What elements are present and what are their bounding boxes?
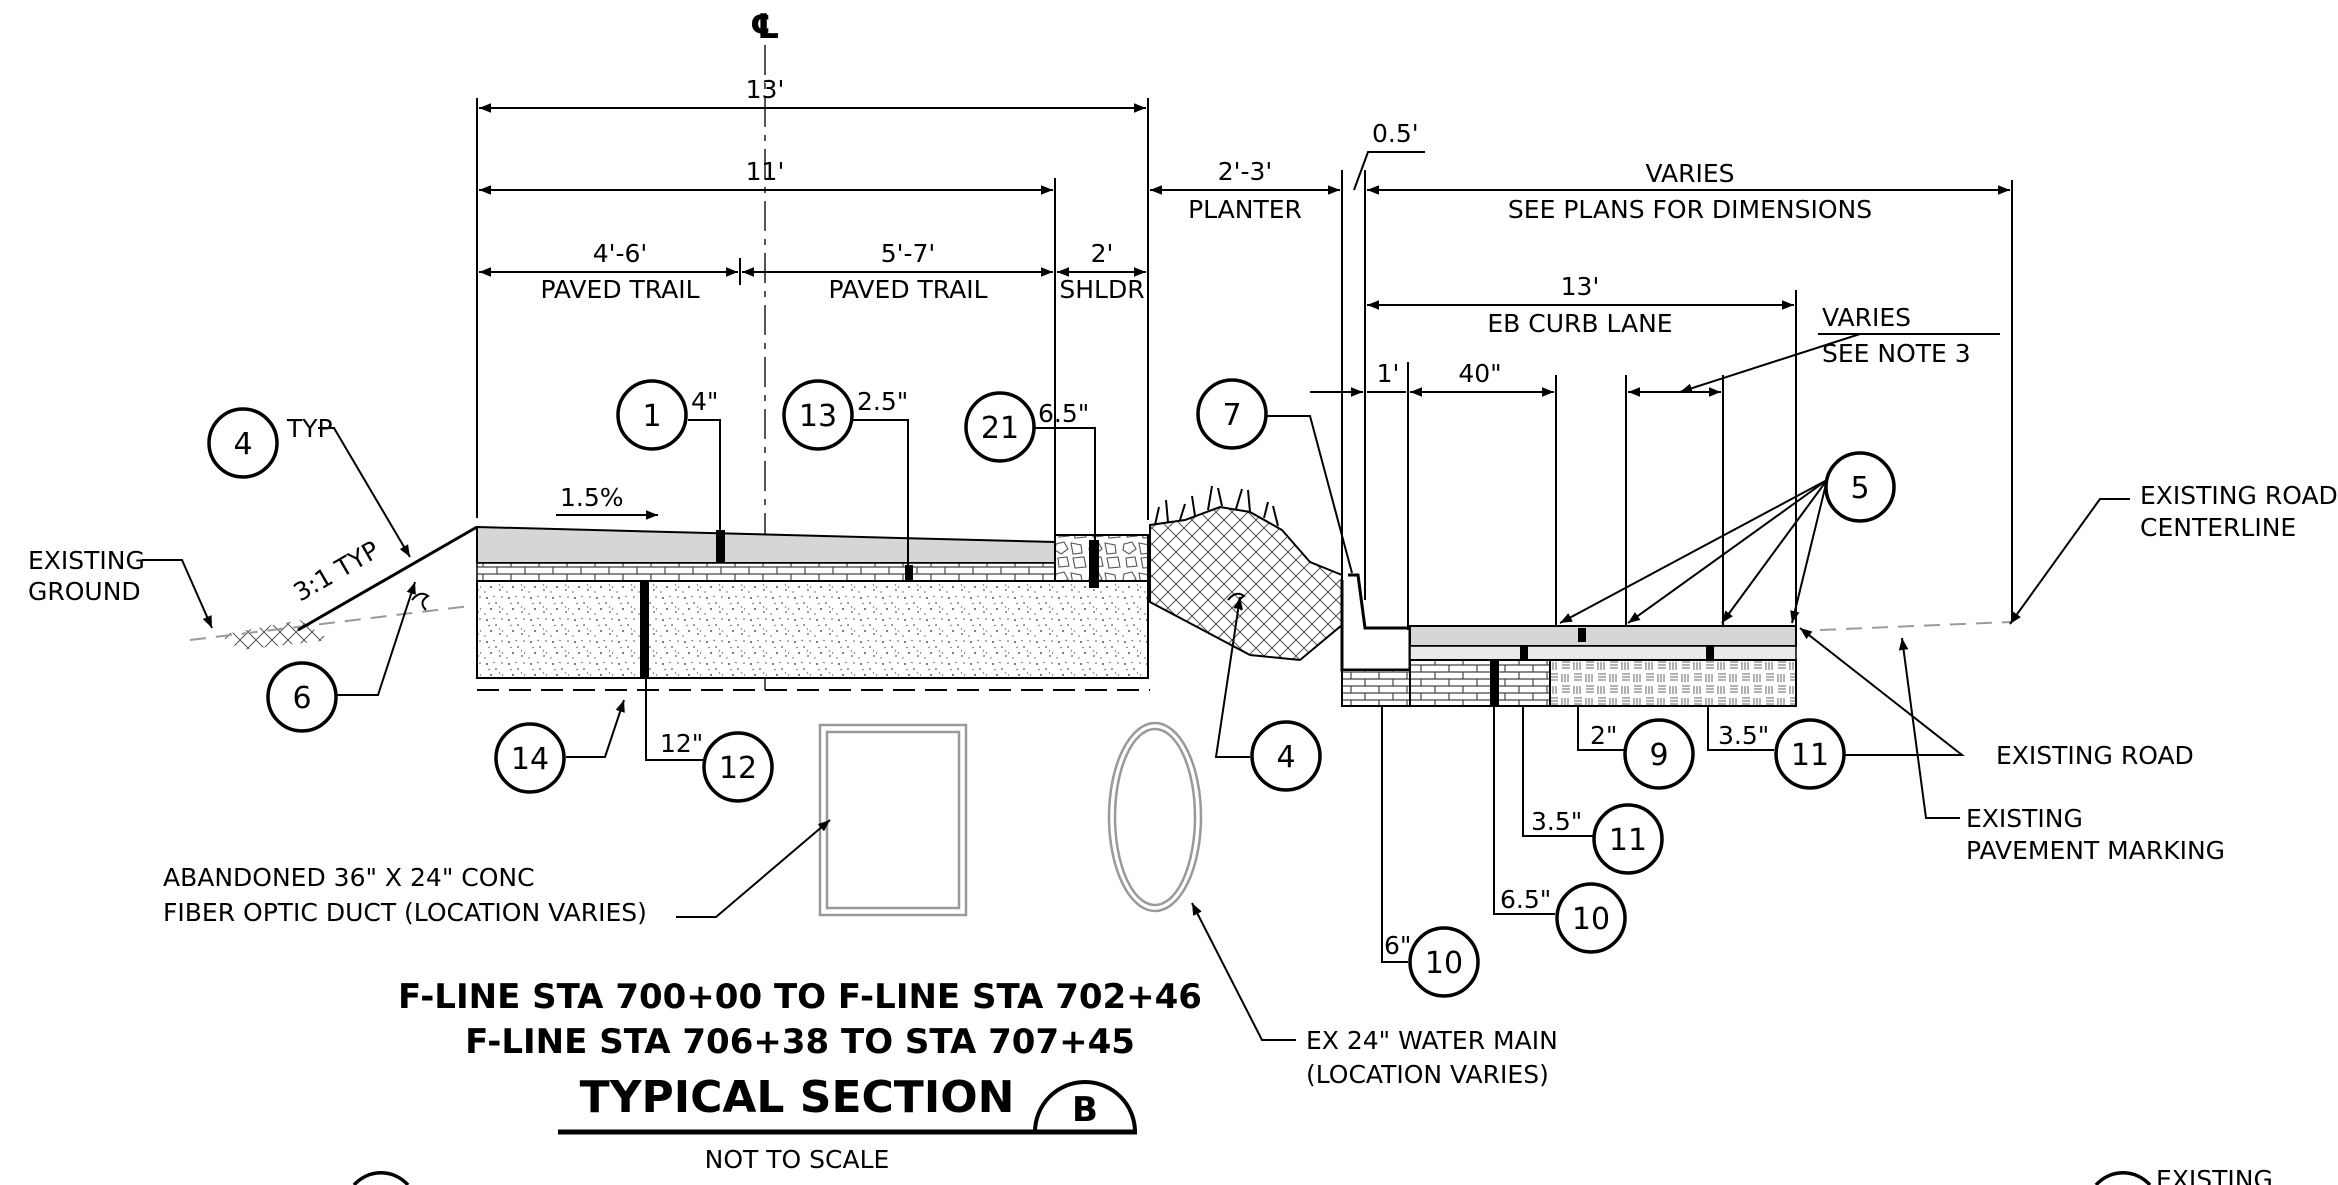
dim-1ft-text: 1' [1377,359,1400,388]
callout-bubble-13: 13 [782,379,854,451]
dim-curb-leader [1353,151,1425,191]
callout-9-depth: 2" [1590,721,1617,750]
side-slope-line [297,525,478,632]
water-main [1107,721,1203,913]
dim-varies2-note: SEE NOTE 3 [1822,339,1971,368]
curb-and-gutter [1340,573,1412,707]
water-main-label-2: (LOCATION VARIES) [1306,1060,1549,1089]
partial-bubble-right [2094,1171,2152,1185]
svg-text:14: 14 [511,742,549,777]
callout-10a-depth: 6.5" [1500,885,1551,914]
callout-11a-depth: 3.5" [1718,721,1769,750]
dim-shoulder-label: SHLDR [1059,275,1144,304]
svg-text:9: 9 [1649,738,1668,773]
dim-trail-b-label: PAVED TRAIL [828,275,987,304]
callout-bubble-1: 1 [616,379,688,451]
partial-bubble-left [352,1171,410,1185]
svg-text:4: 4 [1276,740,1295,775]
existing-road-cl-label-1: EXISTING ROAD [2140,481,2338,510]
pavement-marking-label-2: PAVEMENT MARKING [1966,836,2225,865]
callout-bubble-12: 12 [702,731,774,803]
callout-4-typ-note: TYP [286,414,333,443]
dim-trail-a-label: PAVED TRAIL [540,275,699,304]
title-line-1: F-LINE STA 700+00 TO F-LINE STA 702+46 [398,977,1202,1017]
dim-shoulder-text: 2' [1091,239,1114,268]
dim-varies2-text: VARIES [1822,303,1911,332]
fiber-duct-label-1: ABANDONED 36" X 24" CONC [163,863,535,892]
dim-lane-label: EB CURB LANE [1487,309,1672,338]
title-line-2: F-LINE STA 706+38 TO STA 707+45 [465,1022,1135,1062]
svg-text:13: 13 [799,399,837,434]
fiber-duct-label-2: FIBER OPTIC DUCT (LOCATION VARIES) [163,898,647,927]
callout-bubble-10a: 10 [1555,882,1627,954]
callout-bubble-10b: 10 [1408,926,1480,998]
callout-bubble-14: 14 [494,722,566,794]
road-pavement-section [1409,625,1797,707]
pavement-marking-label-1: EXISTING [1966,804,2083,833]
callout-bubble-6: 6 [266,661,338,733]
callout-bubble-4: 4 [1250,720,1322,792]
dim-13-text: 13' [746,75,785,104]
trail-dimensions: 13' 11' 4'-6' PAVED TRAIL 5'-7' PAVED TR… [476,75,1149,535]
callout-bubble-11a: 11 [1774,718,1846,790]
callout-bubble-5: 5 [1824,451,1896,523]
svg-text:11: 11 [1609,823,1647,858]
dim-varies-text: VARIES [1645,159,1734,188]
existing-road-cl-label-2: CENTERLINE [2140,513,2296,542]
callout-bubble-21: 21 [964,391,1036,463]
section-letter: B [1072,1090,1098,1130]
svg-text:6: 6 [292,681,311,716]
svg-text:5: 5 [1850,471,1869,506]
dim-trail-a-text: 4'-6' [593,239,648,268]
svg-text:4: 4 [233,427,252,462]
callout-12-depth: 12" [660,729,703,758]
dim-trail-b-text: 5'-7' [881,239,936,268]
dim-11-text: 11' [746,157,785,186]
svg-text:10: 10 [1425,946,1463,981]
callout-10b-depth: 6" [1384,931,1411,960]
road-dimensions: 2'-3' PLANTER 0.5' VARIES SEE PLANS FOR … [1150,119,2013,630]
existing-ground-label-1: EXISTING [28,546,145,575]
callout-leaders [142,415,2130,1041]
centerline-symbol: ℄ [750,7,780,47]
planter-soil [1149,485,1343,662]
dim-varies2-leader [1679,333,1861,393]
callout-bubble-4-typ: 4 [207,407,279,479]
dim-varies-note: SEE PLANS FOR DIMENSIONS [1508,195,1872,224]
svg-text:7: 7 [1222,398,1241,433]
water-main-label-1: EX 24" WATER MAIN [1306,1026,1558,1055]
svg-text:11: 11 [1791,738,1829,773]
dim-planter-text: 2'-3' [1218,157,1273,186]
partial-existing-label: EXISTING [2156,1165,2273,1185]
callout-1-depth: 4" [691,387,718,416]
title-main: TYPICAL SECTION [580,1072,1015,1123]
existing-road-label: EXISTING ROAD [1996,741,2194,770]
title-scale: NOT TO SCALE [705,1145,890,1174]
callout-11b-depth: 3.5" [1531,807,1582,836]
callout-bubble-9: 9 [1623,718,1695,790]
svg-text:21: 21 [981,411,1019,446]
callout-bubble-11b: 11 [1592,803,1664,875]
dim-curb-text: 0.5' [1372,119,1419,148]
existing-ground-label-2: GROUND [28,577,141,606]
callout-21-depth: 6.5" [1038,399,1089,428]
dim-40in-text: 40" [1458,359,1501,388]
svg-text:10: 10 [1572,902,1610,937]
dim-lane-text: 13' [1561,272,1600,301]
svg-text:12: 12 [719,751,757,786]
side-slope-text: 3:1 TYP [289,535,385,607]
cross-slope-text: 1.5% [560,483,624,512]
section-marker [1033,1080,1137,1133]
trail-pavement-section [476,510,1150,691]
fiber-optic-duct [818,723,968,917]
svg-text:1: 1 [642,399,661,434]
ground-symbol [411,592,430,611]
callout-bubble-7: 7 [1196,378,1268,450]
callout-13-depth: 2.5" [857,387,908,416]
dim-planter-label: PLANTER [1188,195,1302,224]
